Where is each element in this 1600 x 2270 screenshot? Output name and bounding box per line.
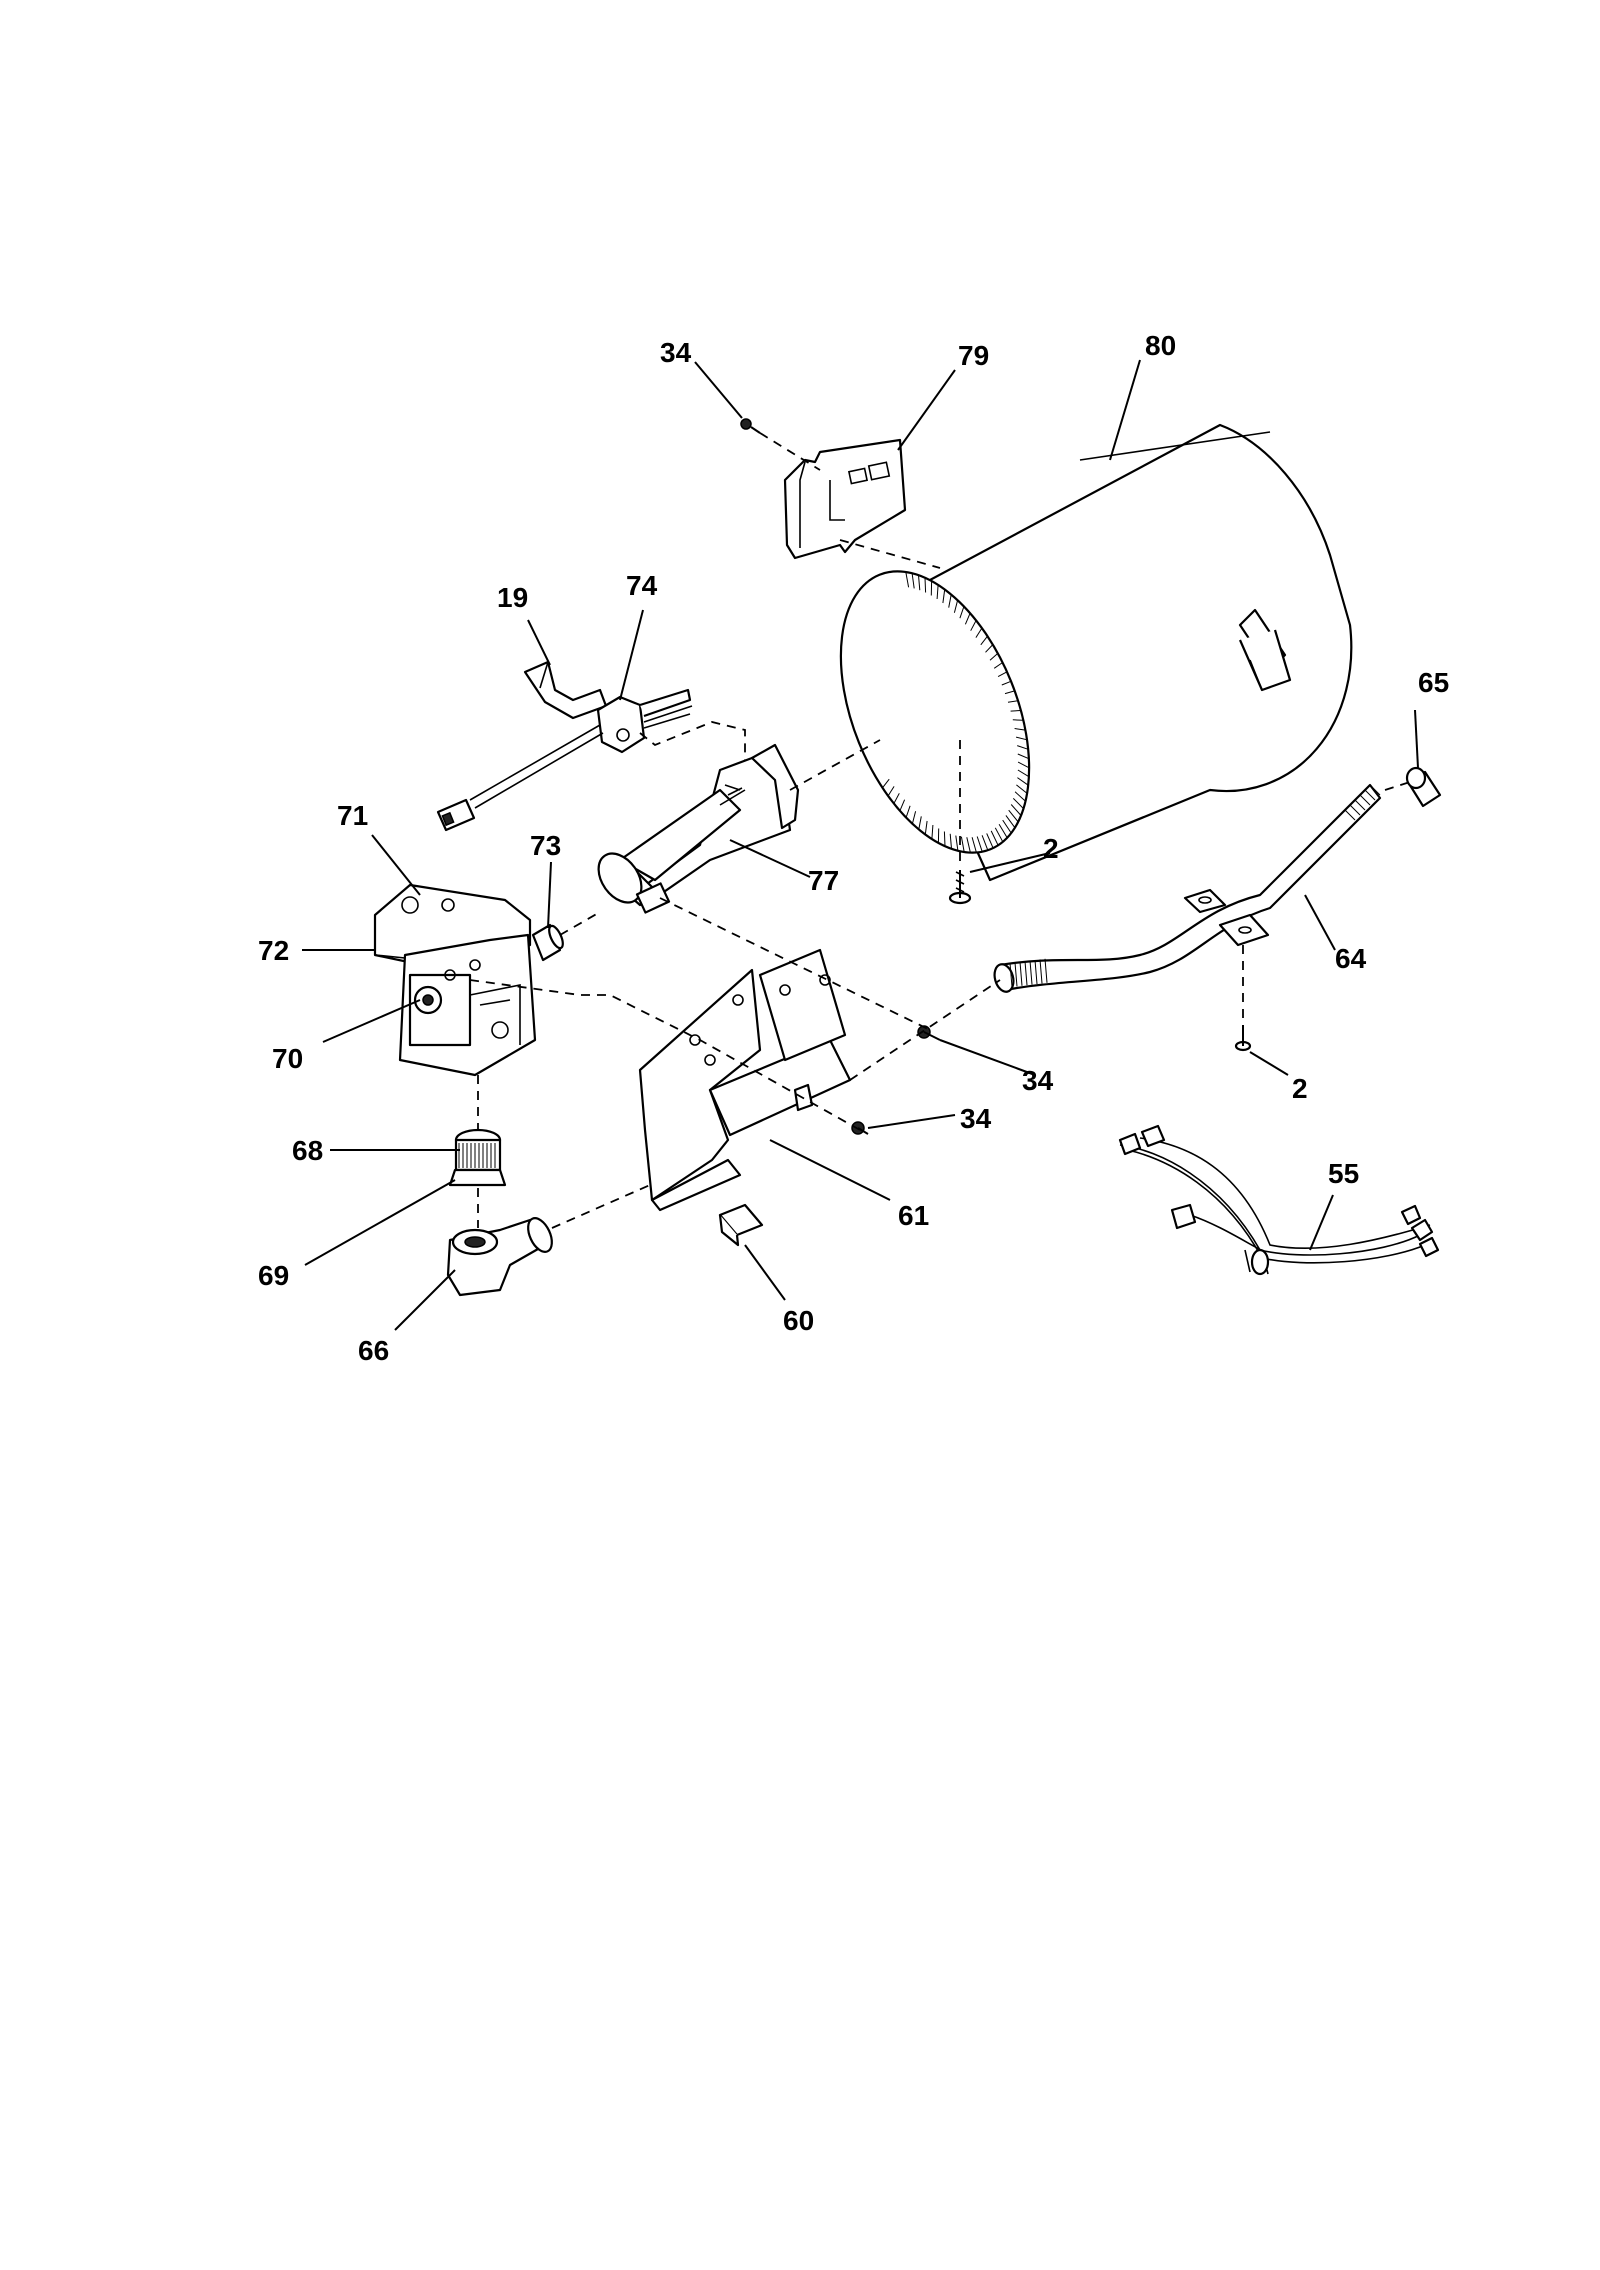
callout-19: 19 [497, 582, 528, 613]
callout-2-upper: 2 [1043, 833, 1059, 864]
pipe-64-thread-right [1344, 784, 1381, 821]
pipe-64-thread-left [1009, 958, 1048, 988]
screw-2-upper[interactable] [948, 870, 972, 905]
callout-72: 72 [258, 935, 289, 966]
callouts: 34 79 80 19 74 65 71 73 2 77 72 64 70 34… [258, 330, 1449, 1366]
callout-68: 68 [292, 1135, 323, 1166]
callout-71: 71 [337, 800, 368, 831]
callout-34-middle: 34 [1022, 1065, 1054, 1096]
fitting-68-thread [458, 1143, 496, 1168]
callout-66: 66 [358, 1335, 389, 1366]
clip-19[interactable] [523, 660, 608, 720]
chamber-rim-hatching [882, 571, 1030, 853]
clip-60[interactable] [718, 1203, 764, 1247]
elbow-66[interactable] [446, 1214, 557, 1297]
callout-2-lower: 2 [1292, 1073, 1308, 1104]
callout-65: 65 [1418, 667, 1449, 698]
bracket-79[interactable] [783, 438, 907, 560]
pipe-cap-65[interactable] [1405, 766, 1442, 808]
combustion-chamber-80[interactable] [804, 423, 1353, 882]
callout-80: 80 [1145, 330, 1176, 361]
fitting-73[interactable] [531, 923, 566, 962]
callout-60: 60 [783, 1305, 814, 1336]
gas-pipe-64[interactable] [992, 783, 1382, 994]
screw-2-lower[interactable] [1234, 1025, 1252, 1052]
callout-74: 74 [626, 570, 658, 601]
callout-34-top: 34 [660, 337, 692, 368]
callout-69: 69 [258, 1260, 289, 1291]
callout-61: 61 [898, 1200, 929, 1231]
callout-79: 79 [958, 340, 989, 371]
callout-77: 77 [808, 865, 839, 896]
leader-lines [302, 359, 1419, 1331]
screw-34-lower[interactable] [851, 1121, 869, 1135]
igniter-74[interactable] [436, 688, 693, 832]
assembly-lines [469, 432, 1411, 1229]
fitting-68[interactable] [448, 1128, 507, 1187]
gas-valve-70[interactable] [373, 883, 537, 1077]
callout-55: 55 [1328, 1158, 1359, 1189]
callout-73: 73 [530, 830, 561, 861]
burner-tube-77[interactable] [590, 743, 800, 914]
callout-34-lower: 34 [960, 1103, 992, 1134]
wire-harness-55[interactable] [1118, 1124, 1440, 1276]
mounting-bracket-61[interactable] [638, 948, 852, 1212]
screw-34-top[interactable] [740, 418, 761, 434]
callout-70: 70 [272, 1043, 303, 1074]
screw-34-middle[interactable] [917, 1025, 941, 1041]
callout-64: 64 [1335, 943, 1367, 974]
